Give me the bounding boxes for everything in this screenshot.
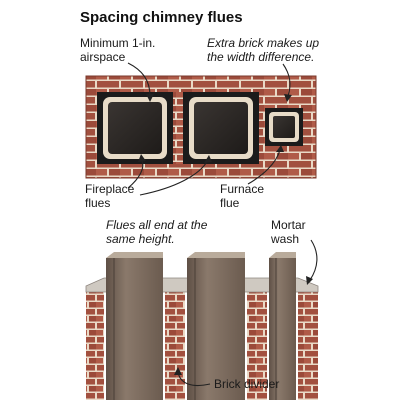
- arrowhead-furnace: [276, 145, 284, 152]
- plan-view: [85, 75, 317, 179]
- section-brick-right: [298, 286, 318, 400]
- plan-divider-brick: [173, 92, 183, 164]
- flue-pipe-2: [187, 258, 245, 400]
- label-extra-brick-line1: Extra brick makes up: [207, 36, 319, 50]
- furnace-flue: [265, 108, 303, 146]
- section-view: [85, 252, 319, 400]
- fireplace-flue-right: [183, 92, 259, 164]
- label-same-height-line2: same height.: [106, 232, 175, 246]
- flue-pipe-2-top: [187, 252, 245, 258]
- label-furnace-flue-line2: flue: [220, 196, 240, 210]
- flue-pipe-3-top: [269, 252, 296, 258]
- label-same-height-line1: Flues all end at the: [106, 218, 208, 232]
- label-airspace-line1: Minimum 1-in.: [80, 36, 155, 50]
- label-fireplace-flues-line2: flues: [85, 196, 110, 210]
- leader-fireplace-left: [127, 159, 144, 189]
- arrowhead-fireplace-right: [204, 155, 212, 163]
- furnace-opening: [273, 116, 295, 138]
- section-brick-divider-1: [165, 286, 185, 400]
- arrowhead-mortar-wash: [306, 276, 313, 285]
- flue-pipe-1-top: [106, 252, 163, 258]
- label-mortar-wash-line2: wash: [270, 232, 299, 246]
- label-extra-brick-line2: the width difference.: [207, 50, 314, 64]
- leader-airspace: [127, 62, 151, 97]
- flue-pipe-1: [106, 258, 163, 400]
- leader-furnace: [247, 149, 281, 185]
- label-fireplace-flues-line1: Fireplace: [85, 182, 135, 196]
- arrowhead-extra-brick: [284, 94, 292, 102]
- arrowhead-brick-divider: [174, 367, 182, 375]
- section-brick-divider-2: [247, 286, 267, 400]
- label-airspace-line2: airspace: [80, 50, 126, 64]
- fireplace-flue-left: [97, 92, 173, 164]
- flue-pipe-3: [269, 258, 296, 400]
- arrowhead-fireplace-left: [138, 154, 146, 162]
- flue-opening-right: [194, 102, 248, 154]
- label-furnace-flue-line1: Furnace: [220, 182, 264, 196]
- leader-extra-brick: [282, 63, 291, 97]
- leader-fireplace-right: [139, 159, 209, 196]
- label-brick-divider: Brick divider: [214, 377, 279, 391]
- page-title: Spacing chimney flues: [80, 9, 243, 26]
- label-mortar-wash-line1: Mortar: [271, 218, 306, 232]
- section-brick-left: [86, 286, 104, 400]
- leader-mortar-wash: [309, 239, 318, 281]
- arrowhead-airspace: [146, 94, 154, 102]
- flue-opening-left: [108, 102, 162, 154]
